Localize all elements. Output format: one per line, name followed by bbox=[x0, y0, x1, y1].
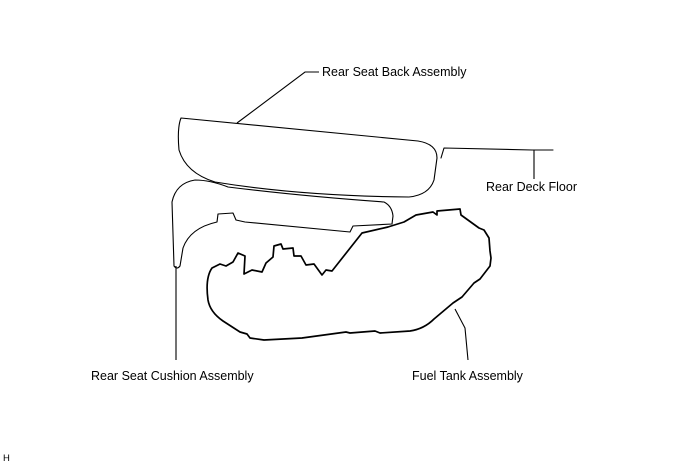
rear-seat-back-outline bbox=[177, 117, 438, 198]
fuel-tank-outline bbox=[206, 208, 492, 341]
leader-rear-seat-back bbox=[236, 71, 319, 124]
label-fuel-tank: Fuel Tank Assembly bbox=[412, 369, 524, 383]
label-rear-seat-cushion: Rear Seat Cushion Assembly bbox=[91, 369, 254, 383]
rear-seat-cushion-outline bbox=[171, 179, 394, 269]
corner-mark: H bbox=[3, 453, 10, 464]
rear-deck-floor-outline bbox=[440, 147, 554, 159]
leader-fuel-tank bbox=[454, 308, 469, 361]
label-rear-deck-floor: Rear Deck Floor bbox=[486, 180, 577, 194]
label-rear-seat-back: Rear Seat Back Assembly bbox=[322, 65, 467, 79]
